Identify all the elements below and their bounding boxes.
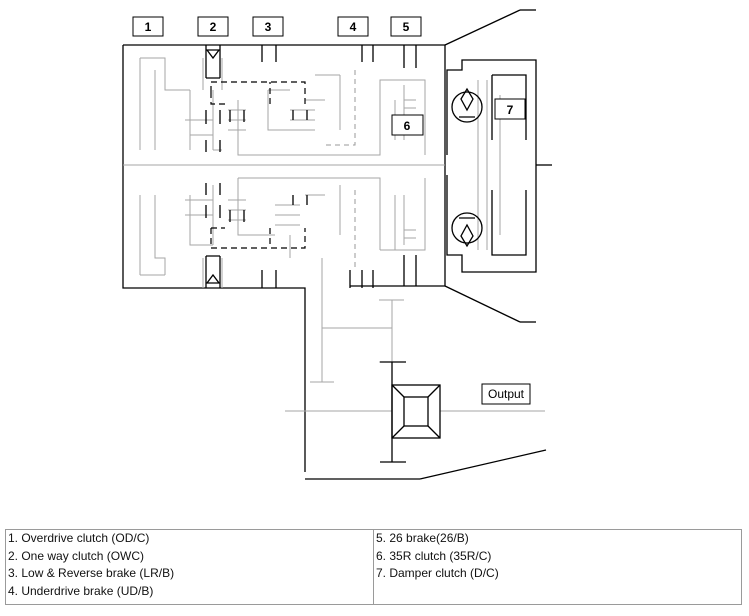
callout-7: 7 (494, 98, 526, 120)
legend-item: 3. Low & Reverse brake (LR/B) (8, 566, 175, 580)
legend-column-right: 5. 26 brake(26/B) 6. 35R clutch (35R/C) … (373, 529, 742, 605)
callout-label: 3 (265, 20, 272, 34)
transmission-case (122, 44, 446, 472)
differential-icon (391, 384, 441, 439)
one-way-clutch-icon (205, 45, 221, 288)
callout-2: 2 (197, 16, 229, 37)
gear-teeth-marks (205, 110, 308, 222)
output-shaft-assembly (285, 258, 545, 463)
callout-1: 1 (132, 16, 164, 37)
callout-3: 3 (252, 16, 284, 37)
legend-column-left: 1. Overdrive clutch (OD/C) 2. One way cl… (5, 529, 374, 605)
callout-6: 6 (391, 114, 424, 136)
planetary-gearset-lower (139, 177, 426, 288)
callout-4: 4 (337, 16, 369, 37)
callout-label: 4 (350, 20, 357, 34)
legend-item: 1. Overdrive clutch (OD/C) (8, 531, 150, 545)
callout-label: 1 (145, 20, 152, 34)
callout-label: 7 (507, 103, 514, 117)
callout-label: 2 (210, 20, 217, 34)
legend-item: 2. One way clutch (OWC) (8, 548, 145, 563)
brake-link-upper (325, 70, 356, 146)
legend-item: 4. Underdrive brake (UD/B) (8, 583, 154, 598)
output-label-box: Output (481, 383, 531, 405)
output-label: Output (488, 387, 525, 401)
overdrive-clutch-path-lower (210, 227, 306, 249)
callout-label: 6 (404, 119, 411, 133)
component-legend: 1. Overdrive clutch (OD/C) 2. One way cl… (5, 529, 742, 605)
torque-converter (444, 9, 552, 323)
callout-5: 5 (390, 16, 422, 37)
brake-marks (261, 45, 417, 288)
legend-item: 6. 35R clutch (35R/C) (376, 548, 492, 563)
overdrive-clutch-path-upper (210, 81, 306, 105)
callout-label: 5 (403, 20, 410, 34)
case-bottom-right (419, 449, 547, 480)
planetary-gearset-upper (139, 57, 426, 156)
legend-item: 7. Damper clutch (D/C) (376, 566, 499, 580)
legend-item: 5. 26 brake(26/B) (376, 531, 469, 545)
transmission-schematic: 1 2 3 4 5 6 7 Output (122, 9, 552, 480)
